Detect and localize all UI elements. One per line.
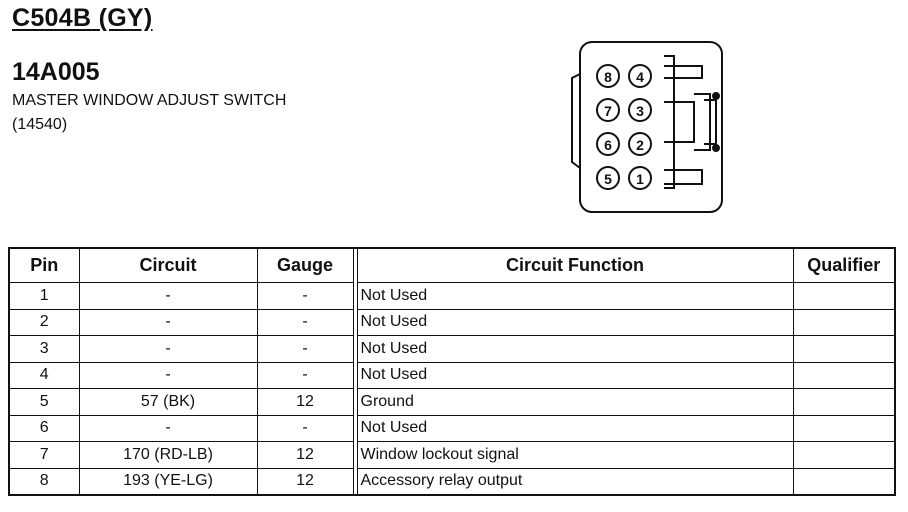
cell-function: Accessory relay output	[356, 467, 794, 496]
cell-pin: 4	[8, 361, 80, 389]
cell-pin: 2	[8, 308, 80, 336]
cell-circuit: -	[78, 414, 258, 442]
pin-number-label: 4	[636, 69, 644, 85]
cell-circuit: 193 (YE-LG)	[78, 467, 258, 496]
connector-pin: 4	[628, 64, 652, 88]
cell-pin: 8	[8, 467, 80, 496]
connector-face-diagram: 8 4 7 3 6 2 5 1	[571, 41, 723, 213]
component-name: MASTER WINDOW ADJUST SWITCH	[12, 92, 287, 109]
connector-pin: 8	[596, 64, 620, 88]
connector-latch-inner	[704, 99, 717, 145]
cell-qualifier	[792, 361, 896, 389]
cell-qualifier	[792, 282, 896, 310]
pin-table: Pin Circuit Gauge Circuit Function Quali…	[8, 247, 896, 496]
col-header-qualifier: Qualifier	[792, 247, 896, 283]
cell-gauge: 12	[256, 441, 354, 469]
pin-circle	[628, 166, 652, 190]
pin-circle	[596, 98, 620, 122]
part-number: 14A005	[12, 58, 100, 86]
cell-gauge: -	[256, 282, 354, 310]
connector-pin: 7	[596, 98, 620, 122]
cell-gauge: -	[256, 414, 354, 442]
cell-function: Not Used	[356, 361, 794, 389]
cell-function: Not Used	[356, 308, 794, 336]
cell-gauge: 12	[256, 467, 354, 496]
table-header-row: Pin Circuit Gauge Circuit Function Quali…	[8, 247, 896, 283]
table-row: 6--Not Used	[8, 414, 896, 442]
cell-function: Not Used	[356, 282, 794, 310]
col-header-pin: Pin	[8, 247, 80, 283]
cell-circuit: -	[78, 335, 258, 363]
pin-number-label: 3	[636, 103, 644, 119]
connector-pin: 5	[596, 166, 620, 190]
table-row: 3--Not Used	[8, 335, 896, 363]
cell-gauge: -	[256, 308, 354, 336]
connector-latch	[694, 93, 711, 151]
cell-pin: 1	[8, 282, 80, 310]
cell-qualifier	[792, 308, 896, 336]
cell-gauge: -	[256, 335, 354, 363]
pin-circle	[596, 64, 620, 88]
pin-number-label: 1	[636, 171, 644, 187]
cell-pin: 6	[8, 414, 80, 442]
table-row: 1--Not Used	[8, 282, 896, 310]
pin-circle	[596, 166, 620, 190]
cell-gauge: -	[256, 361, 354, 389]
connector-side-rail	[571, 73, 581, 169]
pin-circle	[596, 132, 620, 156]
pin-circle	[628, 132, 652, 156]
table-row: 2--Not Used	[8, 308, 896, 336]
pin-number-label: 8	[604, 69, 612, 85]
connector-tab	[664, 101, 695, 143]
cell-function: Not Used	[356, 335, 794, 363]
cell-qualifier	[792, 335, 896, 363]
connector-housing	[579, 41, 723, 213]
pin-number-label: 6	[604, 137, 612, 153]
cell-gauge: 12	[256, 388, 354, 416]
connector-tab	[664, 65, 703, 79]
table-row: 4--Not Used	[8, 361, 896, 389]
latch-rivet	[712, 92, 720, 100]
pin-number-label: 5	[604, 171, 612, 187]
connector-pin: 3	[628, 98, 652, 122]
cell-circuit: 170 (RD-LB)	[78, 441, 258, 469]
cell-pin: 3	[8, 335, 80, 363]
connector-id: C504B (GY)	[12, 4, 153, 32]
col-header-gauge: Gauge	[256, 247, 354, 283]
connector-tab	[664, 55, 675, 189]
latch-rivet	[712, 144, 720, 152]
cell-pin: 5	[8, 388, 80, 416]
cell-function: Window lockout signal	[356, 441, 794, 469]
pin-circle	[628, 64, 652, 88]
pin-number-label: 7	[604, 103, 612, 119]
cell-circuit: -	[78, 308, 258, 336]
cell-function: Not Used	[356, 414, 794, 442]
cell-circuit: 57 (BK)	[78, 388, 258, 416]
connector-pin: 6	[596, 132, 620, 156]
pin-circle	[628, 98, 652, 122]
cell-circuit: -	[78, 361, 258, 389]
connector-tab	[664, 169, 703, 185]
pin-number-label: 2	[636, 137, 644, 153]
connector-pin: 1	[628, 166, 652, 190]
cell-pin: 7	[8, 441, 80, 469]
col-header-function: Circuit Function	[356, 247, 794, 283]
cell-qualifier	[792, 467, 896, 496]
cell-circuit: -	[78, 282, 258, 310]
component-reference: (14540)	[12, 116, 68, 133]
cell-qualifier	[792, 388, 896, 416]
connector-pin: 2	[628, 132, 652, 156]
cell-qualifier	[792, 441, 896, 469]
col-header-circuit: Circuit	[78, 247, 258, 283]
cell-qualifier	[792, 414, 896, 442]
cell-function: Ground	[356, 388, 794, 416]
